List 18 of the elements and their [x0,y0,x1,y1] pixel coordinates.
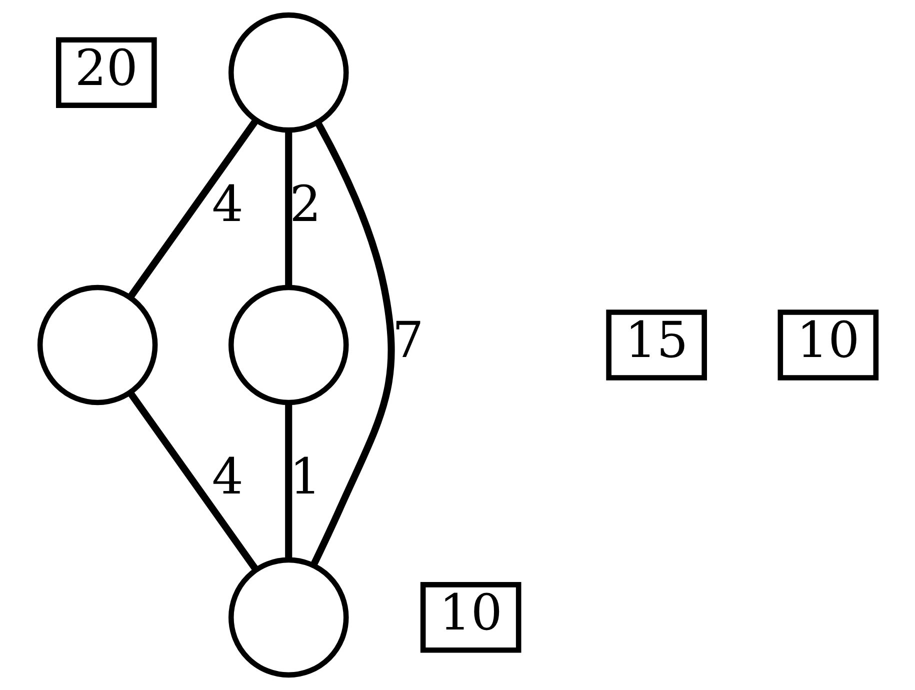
connector [127,390,258,572]
edge-label: 4 [211,174,243,233]
edge-label: 2 [289,174,321,233]
node-box: 10 [420,582,521,653]
node-circle [36,284,158,406]
connector [284,403,292,560]
node-box: 20 [56,37,156,108]
node-circle [228,284,348,406]
connector [126,118,258,300]
node-circle [228,557,348,678]
node-circle [228,12,348,133]
edge-label: 4 [211,447,243,506]
connector [310,121,394,567]
edge-label: 7 [392,311,424,370]
edge-label: 1 [289,447,321,506]
node-box: 10 [777,310,878,380]
connector [284,130,292,288]
node-box: 15 [606,310,706,380]
